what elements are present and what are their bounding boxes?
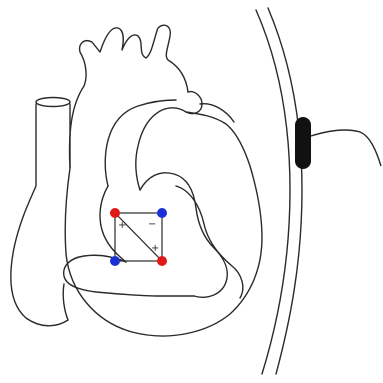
plus-label-bottom: + (151, 243, 159, 254)
inferior-vessel-outline (63, 284, 68, 320)
plus-label-top: + (118, 220, 126, 231)
body-wall-outer-line (268, 8, 302, 374)
surface-probe (295, 117, 311, 169)
vena-cava-opening (36, 98, 70, 107)
heart-outer-wall (65, 112, 262, 336)
negative-electrode-top-right (157, 208, 167, 218)
vena-cava-outline (11, 104, 68, 326)
septum-outline (140, 173, 227, 297)
pulmonary-trunk-outline (136, 92, 202, 190)
minus-label-top: − (148, 219, 156, 230)
aortic-arch-outline (70, 25, 188, 168)
positive-electrode-bottom-right (157, 256, 167, 266)
body-wall-inner-line (256, 10, 290, 374)
probe-lead-wire (311, 130, 381, 166)
positive-electrode-top-left (110, 208, 120, 218)
negative-electrode-bottom-left (110, 256, 120, 266)
